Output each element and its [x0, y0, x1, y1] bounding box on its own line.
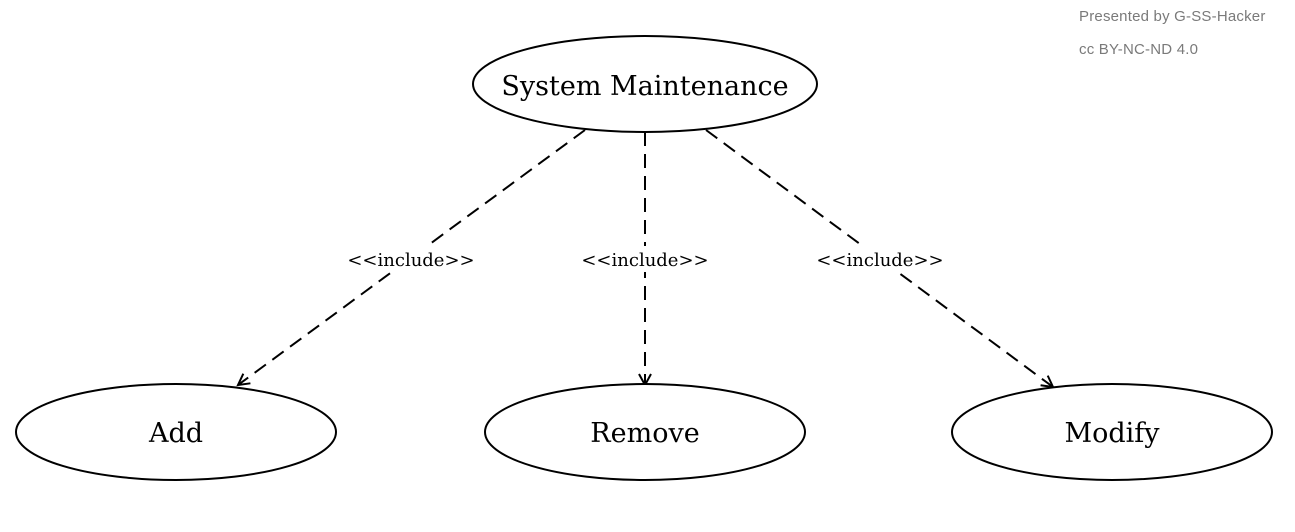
include-label-remove: <<include>>: [580, 246, 710, 272]
usecase-system-maintenance-label: System Maintenance: [501, 71, 788, 102]
include-edge-modify[interactable]: [705, 129, 1053, 387]
usecase-add-label: Add: [148, 418, 203, 449]
usecase-add-ellipse: [15, 383, 337, 481]
credit-presented-by: Presented by G-SS-Hacker: [1079, 8, 1266, 25]
include-label-add-background: [346, 246, 476, 272]
usecase-remove-ellipse: [484, 383, 806, 481]
include-label-add: <<include>>: [346, 246, 476, 272]
usecase-modify-ellipse: [951, 383, 1273, 481]
usecase-modify-label: Modify: [1064, 418, 1160, 449]
credit-license: cc BY-NC-ND 4.0: [1079, 41, 1199, 58]
usecase-add[interactable]: Add: [15, 383, 337, 481]
include-label-remove-text: <<include>>: [581, 250, 708, 271]
usecase-remove[interactable]: Remove: [484, 383, 806, 481]
include-label-modify-background: [815, 246, 945, 272]
usecase-system-maintenance[interactable]: System Maintenance: [472, 35, 818, 133]
include-label-modify: <<include>>: [815, 246, 945, 272]
include-label-remove-background: [580, 246, 710, 272]
usecase-modify[interactable]: Modify: [951, 383, 1273, 481]
usecase-remove-label: Remove: [590, 418, 699, 449]
include-edge-add[interactable]: [238, 129, 586, 385]
include-label-modify-text: <<include>>: [816, 250, 943, 271]
usecase-system-maintenance-ellipse: [472, 35, 818, 133]
include-label-add-text: <<include>>: [347, 250, 474, 271]
include-edge-modify-line: [705, 129, 1053, 387]
include-edge-add-line: [238, 129, 586, 385]
